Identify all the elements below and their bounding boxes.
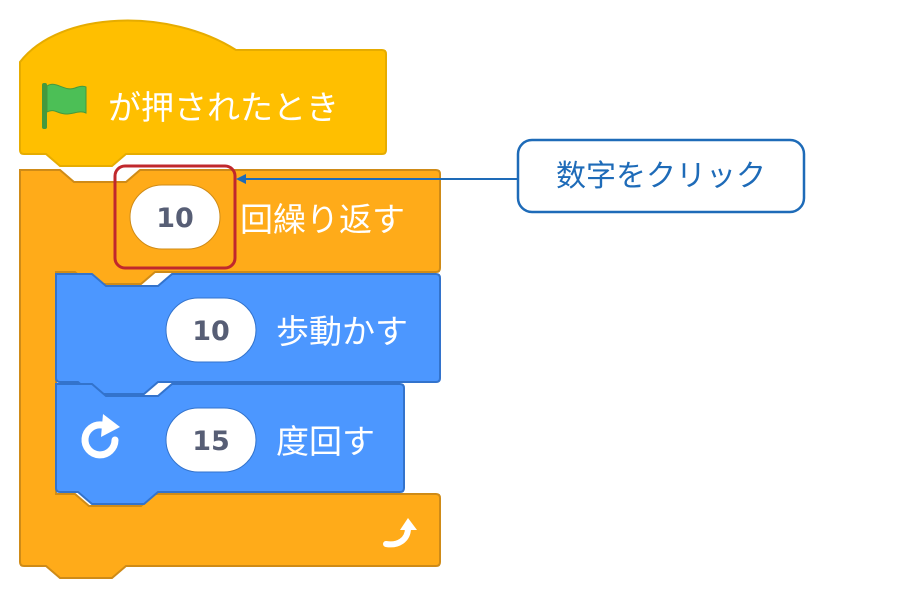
turn-degrees-value: 15: [192, 426, 230, 457]
repeat-count-value: 10: [156, 203, 194, 234]
move-block-label: 歩動かす: [276, 312, 408, 351]
repeat-block[interactable]: 10 回繰り返す: [19, 169, 441, 579]
callout-box: [516, 138, 806, 214]
turn-degrees-input[interactable]: [165, 407, 257, 473]
loop-arrow-icon: [383, 518, 417, 548]
move-steps-block[interactable]: 10 歩動かす: [55, 273, 441, 395]
when-flag-clicked-block[interactable]: が押されたとき: [19, 19, 387, 167]
turn-right-block[interactable]: 15 度回す: [55, 383, 405, 505]
repeat-block-label: 回繰り返す: [240, 200, 405, 239]
rotate-right-icon: [81, 414, 120, 459]
callout: 数字をクリック: [236, 138, 806, 214]
green-flag-icon: [42, 83, 87, 129]
repeat-block-body[interactable]: [19, 169, 441, 579]
callout-text: 数字をクリック: [556, 159, 766, 194]
highlight-box: [113, 164, 237, 270]
hat-block-label: が押されたとき: [108, 88, 339, 127]
move-steps-value: 10: [192, 316, 230, 347]
turn-block-label: 度回す: [276, 422, 375, 461]
hat-block-body[interactable]: [19, 19, 387, 167]
move-steps-input[interactable]: [165, 297, 257, 363]
repeat-count-input[interactable]: [129, 184, 221, 250]
